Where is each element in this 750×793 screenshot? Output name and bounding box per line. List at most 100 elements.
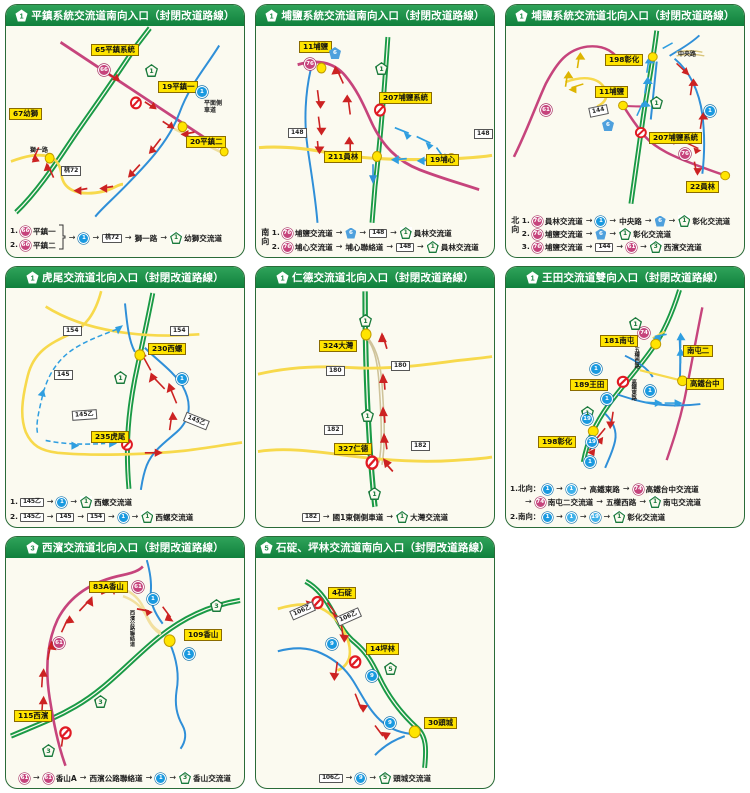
arrow-icon: → xyxy=(640,242,647,252)
map-label-chip: 南屯二 xyxy=(683,345,714,358)
card: 5 石碇、坪林交流道南向入口（封閉改道路線） xyxy=(255,536,495,789)
provincial-route-badge: 61 xyxy=(132,581,144,593)
map-svg xyxy=(277,578,429,769)
svg-text:1: 1 xyxy=(520,11,524,20)
panel-huwei: 1 虎尾交流道北向入口（封閉改道路線） xyxy=(0,262,250,532)
legend-block: 106乙 → 9 → 5 頭城交流道 xyxy=(256,770,494,788)
provincial-route-marker: 61 xyxy=(42,772,54,784)
legend-text: 南屯二交流道 xyxy=(547,497,594,507)
provincial-route-marker: 76 xyxy=(281,227,293,239)
legend-block: 北向 1. 76 員林交流道 → 1 → 中央路 → 6 → xyxy=(506,213,744,257)
panel-rende: 1 仁德交流道北向入口（封閉改道路線） xyxy=(250,262,500,532)
legend-ordinal: 2. xyxy=(271,241,280,251)
arrow-icon: → xyxy=(639,497,647,507)
legend-text: 中央路 xyxy=(619,216,642,226)
legend-text: 埔心交流道 xyxy=(294,242,333,252)
map-diagram: 198彰化 11埔鹽 207埔鹽系統 22員林 中央路 144 61 76 1 … xyxy=(506,26,744,213)
provincial-route-marker: 74 xyxy=(632,483,644,495)
legend-row: 2.南向： 1 → 1 → 19 → 1 彰化交流道 xyxy=(510,511,740,523)
arrow-icon: → xyxy=(386,512,394,522)
provincial-route-marker: 61 xyxy=(18,772,30,784)
panel-puyan-south: 1 埔鹽系統交流道南向入口（封閉改道路線） xyxy=(250,0,500,262)
legend-ordinal: 1. xyxy=(10,496,18,506)
road-number-box: 148 xyxy=(288,128,307,138)
national-route-marker: 1 xyxy=(396,511,409,523)
map-label-chip: 20平鎮二 xyxy=(186,136,227,149)
legend-row: 1. 76 員林交流道 → 1 → 中央路 → 6 → 1 彰化交流道 xyxy=(522,215,730,227)
card: 1 平鎮系統交流道南向入口（封閉改道路線） xyxy=(5,4,245,258)
national-route-marker: 1 xyxy=(426,241,439,253)
map-diagram: 83A香山 109香山 115西濱 西濱公路聯絡道 61 61 3 3 3 1 … xyxy=(6,558,244,770)
map-label-chip: 109香山 xyxy=(184,629,223,642)
road-number-marker: 154 xyxy=(87,512,105,522)
freeway-route-marker: 1 xyxy=(542,483,554,495)
legend-text: 彰化交流道 xyxy=(633,229,672,239)
map-label-chip: 11埔鹽 xyxy=(299,41,333,54)
national-route-marker: 1 xyxy=(613,511,626,523)
arrow-icon: → xyxy=(92,233,100,243)
legend-text: 平鎮一 xyxy=(32,226,56,236)
legend-text: 埔鹽交流道 xyxy=(294,228,333,238)
legend-ordinal: 1. xyxy=(521,215,530,225)
freeway-route-badge: 1 xyxy=(644,385,656,397)
map-label-chip: 235虎尾 xyxy=(91,431,130,444)
national-route-marker: 1 xyxy=(80,496,93,508)
arrow-icon: → xyxy=(556,484,563,494)
legend-row: 2. 76 埔鹽交流道 → 6 → 1 彰化交流道 xyxy=(522,228,730,240)
freeway-route-badge: 1 xyxy=(601,393,613,405)
road-number-marker: 148 xyxy=(369,228,388,238)
freeway-route-badge: 9 xyxy=(366,670,378,682)
arrow-icon: → xyxy=(525,497,532,507)
freeway-route-marker: 9 xyxy=(355,772,367,784)
arrow-icon: → xyxy=(609,229,617,239)
panel-header: 1 埔鹽系統交流道南向入口（封閉改道路線） xyxy=(256,5,494,26)
road-number-box: 154 xyxy=(170,326,189,336)
legend-row: → 74 南屯二交流道 → 五權西路 → 1 南屯交流道 xyxy=(510,496,740,508)
arrow-icon: → xyxy=(46,497,54,507)
card: 1 王田交流道雙向入口（封閉改道路線） xyxy=(505,266,745,528)
map-label-chip: 207埔鹽系統 xyxy=(379,92,432,105)
road-number-marker: 桃72 xyxy=(102,233,122,243)
provincial-route-marker: 61 xyxy=(626,241,638,253)
map-svg xyxy=(258,36,493,224)
map-diagram: 11埔鹽 207埔鹽系統 211員林 19埔心 148 148 76 1 6 xyxy=(256,26,494,225)
road-number-marker: 144 xyxy=(595,242,614,252)
direction-label: 南向 xyxy=(260,228,270,246)
panel-header: 3 西濱交流道北向入口（封閉改道路線） xyxy=(6,537,244,558)
expressway-route-badge: 6 xyxy=(602,119,614,131)
provincial-route-badge: 76 xyxy=(304,58,316,70)
map-street-name: 高鐵東路 xyxy=(630,379,637,401)
road-number-marker: 145乙 xyxy=(19,512,44,522)
legend-ordinal: 2. xyxy=(10,511,18,521)
legend-row: 61 → 61 香山A → 西濱公路聯絡道 → 1 → 3 香山交流道 xyxy=(10,772,240,784)
national-route-marker: 1 xyxy=(649,496,662,508)
map-label-chip: 327仁德 xyxy=(334,443,373,456)
map-label-chip: 4石碇 xyxy=(328,587,356,600)
provincial-route-marker: 74 xyxy=(534,496,546,508)
legend-text: 獅一路 xyxy=(134,233,158,243)
national-route-marker: 1 xyxy=(619,228,632,240)
national-route-badge: 1 xyxy=(629,317,642,330)
freeway-route-marker: 1 xyxy=(542,511,554,523)
freeway-route-badge: 1 xyxy=(176,373,188,385)
arrow-icon: → xyxy=(107,512,115,522)
freeway-route-marker: 1 xyxy=(56,496,68,508)
legend-row: 1. 76 埔鹽交流道 → 6 → 148 → 1 員林交流道 xyxy=(272,227,479,239)
legend-text: 埔心聯絡道 xyxy=(345,242,384,252)
freeway-route-badge: 1 xyxy=(147,593,159,605)
card: 1 仁德交流道北向入口（封閉改道路線） xyxy=(255,266,495,528)
legend-text: 五權西路 xyxy=(605,497,637,507)
panel-title: 石碇、坪林交流道南向入口（封閉改道路線） xyxy=(276,542,490,554)
road-number-marker: 182 xyxy=(301,512,320,522)
national-route-badge: 1 xyxy=(145,64,158,77)
national-highway-icon: 1 xyxy=(526,271,539,284)
freeway-route-marker: 1 xyxy=(565,511,577,523)
national-route-badge: 1 xyxy=(650,96,663,109)
national-route-marker: 1 xyxy=(141,511,154,523)
road-number-box: 148 xyxy=(474,129,493,139)
legend-text: 埔鹽交流道 xyxy=(544,242,583,252)
arrow-icon: → xyxy=(579,512,587,522)
svg-text:1: 1 xyxy=(30,273,34,282)
map-label-chip: 207埔鹽系統 xyxy=(649,132,702,145)
